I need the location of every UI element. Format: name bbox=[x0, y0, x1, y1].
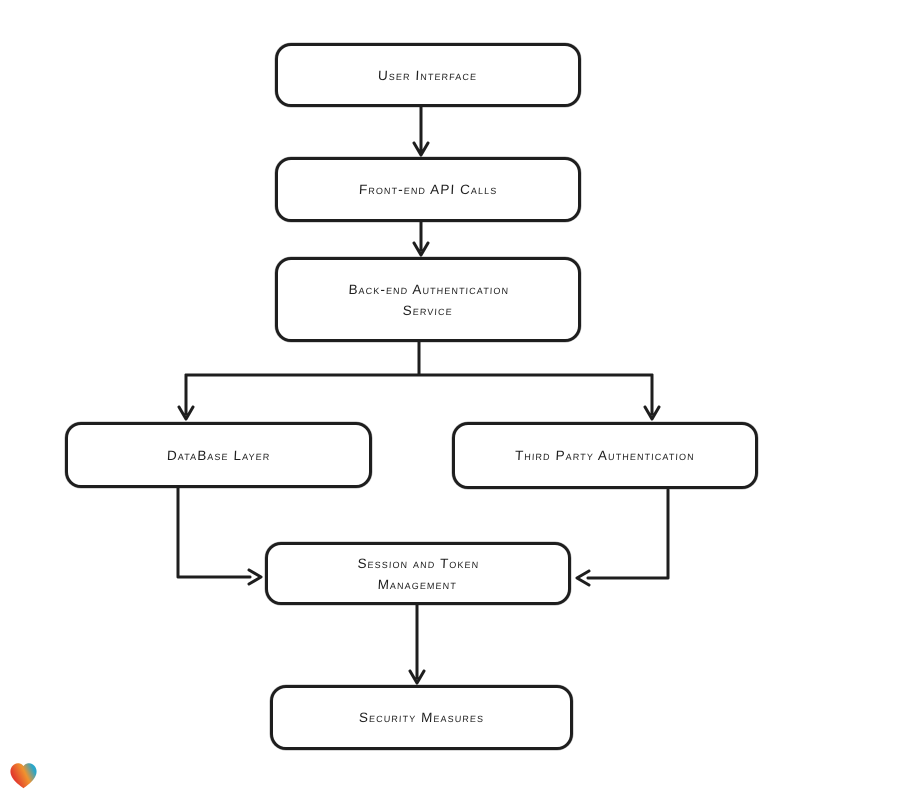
node-back-end-authentication-service[interactable]: Back-end Authentication Service bbox=[275, 257, 581, 342]
node-security-measures[interactable]: Security Measures bbox=[270, 685, 573, 750]
edge-front-end-api-calls-to-back-end-service bbox=[412, 220, 430, 257]
node-label: Front-end API Calls bbox=[358, 182, 498, 197]
edge-user-interface-to-front-end-api-calls bbox=[412, 105, 430, 157]
arrowhead-down-icon bbox=[643, 405, 661, 421]
arrowhead-right-icon bbox=[247, 568, 263, 586]
node-database-layer[interactable]: DataBase Layer bbox=[65, 422, 372, 488]
node-user-interface[interactable]: User Interface bbox=[275, 43, 581, 107]
arrowhead-down-icon bbox=[408, 669, 426, 685]
node-label: Back-end Authentication Service bbox=[347, 281, 510, 318]
arrowhead-down-icon bbox=[412, 141, 430, 157]
edge-back-end-service-split bbox=[177, 340, 661, 421]
node-label: User Interface bbox=[378, 67, 478, 83]
node-label: Session and Token Management bbox=[357, 555, 480, 592]
arrowhead-down-icon bbox=[177, 405, 195, 421]
edge-third-party-auth-to-session-management bbox=[575, 488, 670, 587]
node-front-end-api-calls[interactable]: Front-end API Calls bbox=[275, 157, 581, 222]
node-session-and-token-management[interactable]: Session and Token Management bbox=[265, 542, 571, 605]
edge-session-management-to-security-measures bbox=[408, 603, 426, 685]
edge-database-layer-to-session-management bbox=[176, 486, 263, 586]
heart-logo-icon[interactable] bbox=[8, 760, 39, 791]
arrowhead-left-icon bbox=[575, 569, 591, 587]
node-third-party-authentication[interactable]: Third Party Authentication bbox=[452, 422, 758, 489]
node-label: Security Measures bbox=[358, 710, 485, 725]
node-label: Third Party Authentication bbox=[514, 448, 696, 463]
arrowhead-down-icon bbox=[412, 241, 430, 257]
node-label: DataBase Layer bbox=[166, 447, 271, 463]
